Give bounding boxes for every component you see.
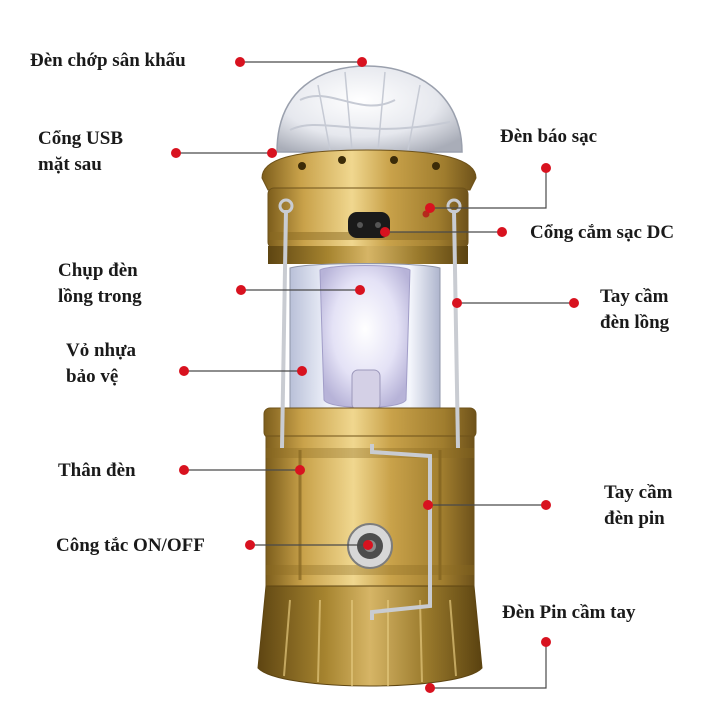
label-lamp-body: Thân đèn [58,460,136,481]
label-line: Cổng USB [38,128,123,149]
marker-dot [380,227,390,237]
marker-dot [541,500,551,510]
marker-dot [497,227,507,237]
label-switch: Công tắc ON/OFF [56,535,205,556]
marker-dot [297,366,307,376]
label-line: mặt sau [38,154,102,175]
marker-dot [357,57,367,67]
marker-dot [541,637,551,647]
marker-dot [541,163,551,173]
label-charge-indicator: Đèn báo sạc [500,126,598,147]
label-line: Tay cầm [604,482,673,503]
marker-dot [423,500,433,510]
marker-dot [171,148,181,158]
marker-dot [267,148,277,158]
label-flashlight-handle: Tay cầm đèn pin [604,480,672,532]
marker-dot [425,683,435,693]
marker-dot [355,285,365,295]
label-line: Tay cầm [600,286,669,307]
marker-dot [235,57,245,67]
label-plastic-shell: Vỏ nhựa bảo vệ [66,338,136,390]
marker-dot [245,540,255,550]
label-line: bảo vệ [66,366,119,387]
label-handheld-flashlight: Đèn Pin cầm tay [502,602,636,623]
marker-dot [236,285,246,295]
label-line: lồng trong [58,286,142,307]
marker-dot [179,366,189,376]
marker-dot [363,540,373,550]
marker-dot [179,465,189,475]
label-dc-port: Cổng cắm sạc DC [530,222,675,243]
marker-dot [569,298,579,308]
label-lantern-handle: Tay cầm đèn lồng [600,284,669,336]
label-usb-port: Cổng USB mặt sau [38,126,123,178]
label-stage-strobe: Đèn chớp sân khấu [30,50,186,71]
marker-dot [452,298,462,308]
label-line: đèn pin [604,508,665,529]
label-line: đèn lồng [600,312,670,333]
marker-dot [295,465,305,475]
label-line: Vỏ nhựa [66,340,137,361]
marker-dot [425,203,435,213]
label-inner-shade: Chụp đèn lồng trong [58,258,142,310]
label-line: Chụp đèn [58,260,138,281]
